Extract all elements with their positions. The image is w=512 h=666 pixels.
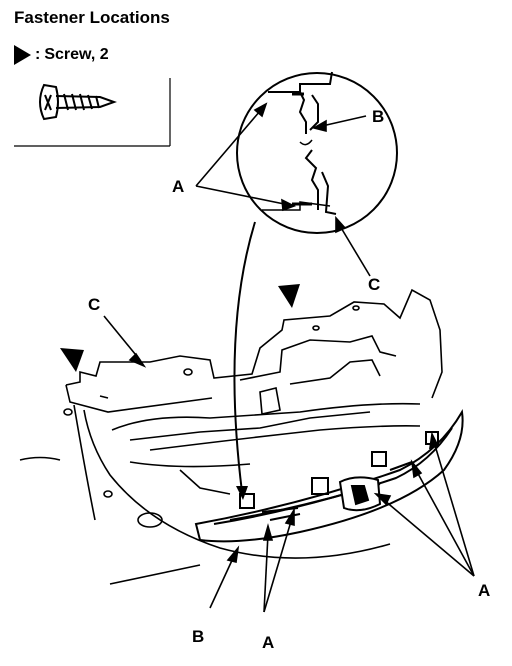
callout-b-zoom: B	[372, 107, 384, 126]
screw-location-left-marker	[60, 348, 84, 372]
callout-a-grille-left: A	[262, 633, 274, 652]
triangle-marker-icon	[14, 45, 31, 65]
legend-screw: : Screw, 2	[14, 45, 109, 65]
bumper-assembly	[19, 288, 443, 585]
screw-location-right-marker	[278, 284, 300, 308]
legend-text: Screw, 2	[44, 46, 109, 63]
front-grille	[194, 408, 464, 543]
zoom-leader-line	[233, 221, 256, 493]
callout-a-zoom: A	[172, 177, 184, 196]
screw-icon	[39, 83, 117, 121]
zoom-detail	[236, 71, 398, 234]
callout-leaders	[103, 102, 475, 613]
legend-separator: :	[35, 46, 41, 63]
callout-c-zoom: C	[368, 275, 380, 294]
callout-b-grille: B	[192, 627, 204, 646]
callout-c-bumper: C	[88, 295, 100, 314]
page-title: Fastener Locations	[14, 8, 170, 27]
screw-inset	[14, 78, 171, 147]
callout-a-grille-right: A	[478, 581, 490, 600]
